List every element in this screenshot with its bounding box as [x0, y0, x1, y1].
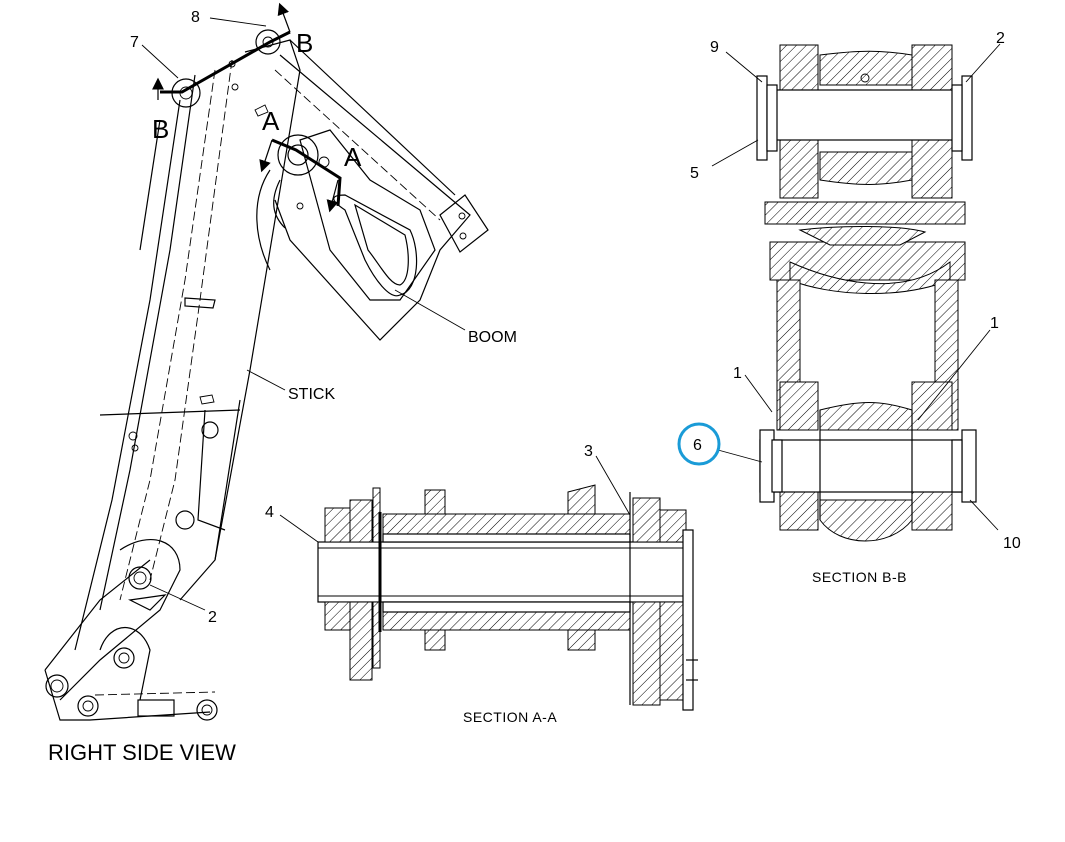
marker-a-right: A: [344, 142, 362, 172]
leader-6: [717, 449, 763, 463]
callout-1-right: 1: [990, 315, 999, 332]
callout-8: 8: [191, 9, 200, 26]
section-bb-drawing: 9 2 5 1 1 10 SECTION B-B 6: [677, 30, 1021, 585]
highlight-ring: [677, 422, 721, 466]
leader-5: [711, 139, 759, 167]
marker-b-left: B: [152, 114, 169, 144]
callout-2-bb: 2: [996, 30, 1005, 47]
leader-10: [969, 499, 999, 531]
leader-3: [595, 455, 631, 516]
leader-stick: [246, 369, 286, 391]
leader-7: [141, 44, 179, 79]
boom-label: BOOM: [468, 329, 517, 346]
callout-9: 9: [710, 39, 719, 56]
stick-label: STICK: [288, 386, 335, 403]
marker-a-left: A: [262, 106, 280, 136]
callout-1-left: 1: [733, 365, 742, 382]
callout-5: 5: [690, 165, 699, 182]
boom-drawing: [254, 39, 489, 341]
section-marker-b: B B: [152, 2, 313, 144]
leader-1-left: [744, 374, 773, 413]
callout-6: 6: [693, 437, 702, 454]
leader-2-bb: [965, 43, 1001, 83]
callout-10: 10: [1003, 535, 1021, 552]
callout-4: 4: [265, 504, 274, 521]
leader-2-side: [149, 584, 206, 611]
leader-boom: [394, 289, 466, 331]
right-side-view: B B A A 7 8 2 BOOM STICK RIGHT SIDE VIEW: [44, 2, 517, 765]
section-aa-drawing: 4 3 SECTION A-A: [265, 443, 698, 725]
marker-b-top: B: [296, 28, 313, 58]
leader-1-right: [917, 329, 991, 421]
section-bb-title: SECTION B-B: [812, 569, 907, 585]
leader-8: [209, 17, 267, 27]
highlighted-callout-6[interactable]: 6: [677, 422, 721, 466]
section-aa-title: SECTION A-A: [463, 709, 557, 725]
section-marker-a: A A: [259, 106, 362, 213]
right-side-view-title: RIGHT SIDE VIEW: [48, 740, 236, 765]
leader-9: [725, 51, 763, 83]
callout-7: 7: [130, 34, 139, 51]
callout-3: 3: [584, 443, 593, 460]
callout-2-side: 2: [208, 609, 217, 626]
leader-4: [279, 514, 319, 543]
stick-drawing: [44, 29, 301, 721]
